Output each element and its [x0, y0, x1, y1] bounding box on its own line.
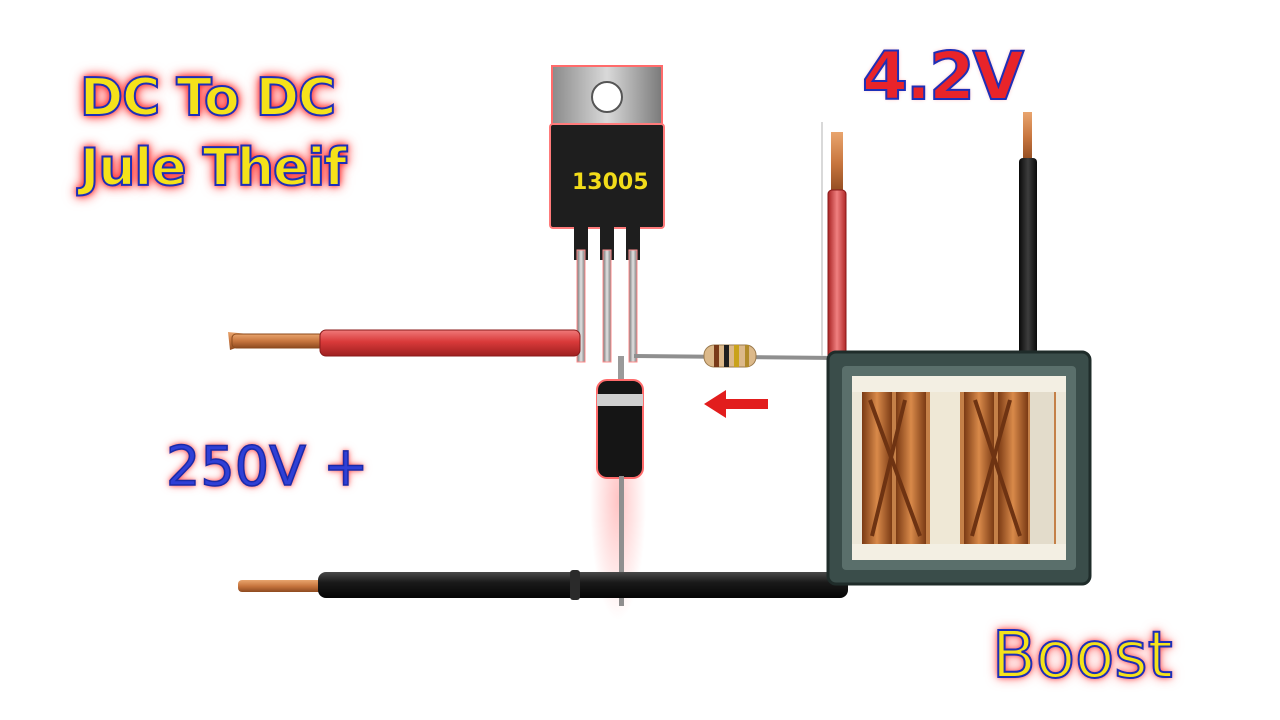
feedback-wire-red [821, 122, 847, 361]
boost-label: Boost [991, 619, 1174, 693]
ground-wire-black [238, 570, 848, 600]
arrow-left-icon [704, 390, 768, 418]
title-line-1: DC To DC [79, 68, 337, 128]
transistor-icon [549, 65, 665, 363]
input-wire-red [228, 329, 581, 357]
title-line-2: Jule Theif [79, 138, 348, 198]
transistor-part-number: 13005 [572, 170, 649, 195]
output-voltage-label: 250V + [165, 435, 369, 498]
input-voltage-label: 4.2V [861, 38, 1025, 115]
resistor-icon [703, 344, 757, 368]
transformer-icon [826, 350, 1092, 586]
diode-icon [596, 356, 644, 606]
output-wire-black-vertical [1019, 112, 1037, 358]
